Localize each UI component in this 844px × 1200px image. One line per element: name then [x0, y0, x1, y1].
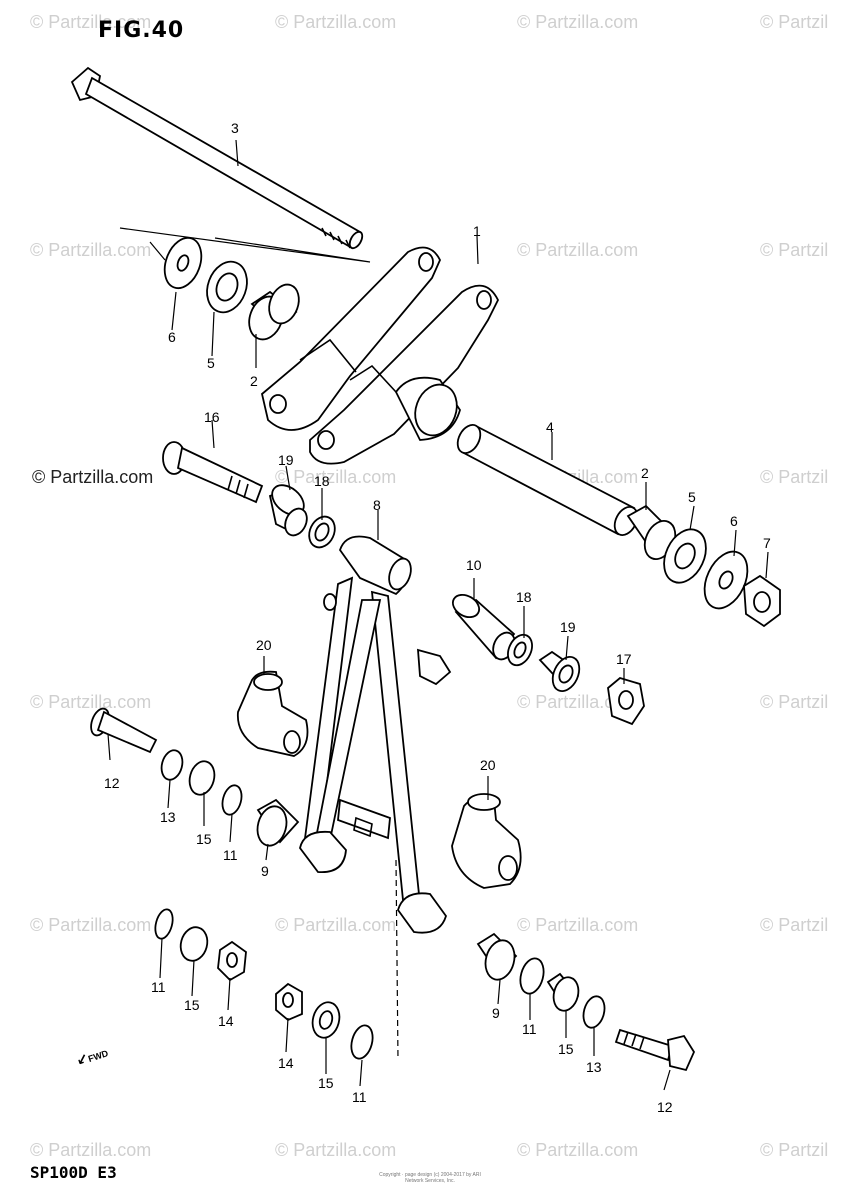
- watermark: © Partzilla.com: [275, 12, 397, 32]
- watermark: © Partzilla.com: [30, 692, 152, 712]
- copyright-note: Copyright · page design (c) 2004-2017 by…: [379, 1172, 481, 1184]
- figure-title: FIG.40: [98, 18, 185, 43]
- part-2-bearing: [248, 283, 300, 341]
- callout-20: 20: [480, 757, 496, 773]
- watermark: © Partzilla.com: [275, 1140, 397, 1160]
- watermark: © Partzilla.com: [517, 915, 639, 935]
- callout-8: 8: [373, 497, 381, 513]
- part-13-washer: [160, 749, 184, 781]
- callout-20: 20: [256, 637, 272, 653]
- part-3-bolt: [70, 66, 364, 250]
- watermark: © Partzilla.com: [30, 240, 152, 260]
- watermark: © Partzilla.com: [517, 240, 639, 260]
- callout-16: 16: [204, 409, 220, 425]
- callout-11: 11: [522, 1021, 537, 1037]
- part-15-bush: [179, 926, 209, 962]
- part-9-spacer: [476, 932, 518, 981]
- callout-11: 11: [151, 979, 166, 995]
- callout-2: 2: [641, 465, 649, 481]
- part-11-washer: [519, 957, 545, 995]
- part-1-cushion-lever: [260, 246, 500, 465]
- callout-15: 15: [184, 997, 200, 1013]
- part-15-bush: [311, 1001, 341, 1039]
- part-4-spacer: [456, 424, 639, 536]
- part-11-washer: [350, 1024, 374, 1060]
- part-19-collar: [268, 484, 308, 537]
- callout-12: 12: [104, 775, 120, 791]
- part-19-collar: [538, 650, 581, 692]
- part-13-washer: [582, 995, 606, 1029]
- part-11-washer: [221, 784, 243, 816]
- part-18-seal: [308, 515, 336, 549]
- part-6-washer: [163, 236, 203, 290]
- watermark: © Partzilla.com: [30, 1140, 152, 1160]
- part-9-spacer: [256, 798, 300, 847]
- watermark: © Partzilla.com: [517, 692, 639, 712]
- callout-7: 7: [763, 535, 771, 551]
- callout-18: 18: [314, 473, 330, 489]
- watermark: © Partzilla.com: [30, 12, 152, 32]
- model-code: SP100D E3: [30, 1163, 117, 1182]
- part-15-bush: [188, 760, 216, 796]
- callout-3: 3: [231, 120, 239, 136]
- part-6-washer: [703, 550, 749, 610]
- callout-9: 9: [261, 863, 269, 879]
- callout-2: 2: [250, 373, 258, 389]
- watermark: © Partzilla.com: [517, 12, 639, 32]
- callout-19: 19: [278, 452, 294, 468]
- part-20-cushion-housing: [451, 793, 522, 889]
- callout-10: 10: [466, 557, 482, 573]
- callout-15: 15: [196, 831, 212, 847]
- callout-15: 15: [558, 1041, 574, 1057]
- callout-6: 6: [168, 329, 176, 345]
- part-7-nut: [743, 574, 781, 628]
- part-12-bolt: [614, 1028, 696, 1072]
- callout-17: 17: [616, 651, 632, 667]
- callout-4: 4: [546, 419, 554, 435]
- watermark: © Partzil: [760, 240, 829, 260]
- callout-13: 13: [586, 1059, 602, 1075]
- watermark: © Partzilla.com: [275, 915, 397, 935]
- callout-1: 1: [473, 223, 481, 239]
- part-14-nut: [275, 982, 303, 1022]
- watermark-main: © Partzilla.com: [32, 467, 154, 487]
- part-15-bush: [546, 972, 580, 1012]
- watermark: © Partzilla.com: [517, 1140, 639, 1160]
- callout-11: 11: [223, 847, 238, 863]
- watermark: © Partzil: [760, 915, 829, 935]
- callout-18: 18: [516, 589, 532, 605]
- callout-14: 14: [218, 1013, 234, 1029]
- watermark: © Partzil: [760, 467, 829, 487]
- watermark: © Partzil: [760, 12, 829, 32]
- callout-5: 5: [688, 489, 696, 505]
- callout-5: 5: [207, 355, 215, 371]
- callout-14: 14: [278, 1055, 294, 1071]
- part-5-seal: [206, 260, 248, 314]
- watermark: © Partzilla.com: [30, 915, 152, 935]
- part-8-cushion-rod: [299, 535, 452, 934]
- watermark: © Partzilla.com: [275, 467, 397, 487]
- callout-6: 6: [730, 513, 738, 529]
- callout-9: 9: [492, 1005, 500, 1021]
- part-12-bolt: [90, 707, 158, 754]
- part-5-seal: [663, 528, 707, 584]
- part-17-nut: [607, 676, 645, 726]
- part-18-seal: [507, 633, 533, 667]
- callout-15: 15: [318, 1075, 334, 1091]
- watermark: © Partzil: [760, 1140, 829, 1160]
- callout-12: 12: [657, 1099, 673, 1115]
- part-14-nut: [217, 940, 247, 982]
- watermark: © Partzil: [760, 692, 829, 712]
- part-20-cushion-housing: [236, 670, 309, 757]
- callout-19: 19: [560, 619, 576, 635]
- part-16-bolt: [162, 441, 264, 504]
- callout-13: 13: [160, 809, 176, 825]
- part-11-washer: [154, 908, 174, 940]
- callout-11: 11: [352, 1089, 367, 1105]
